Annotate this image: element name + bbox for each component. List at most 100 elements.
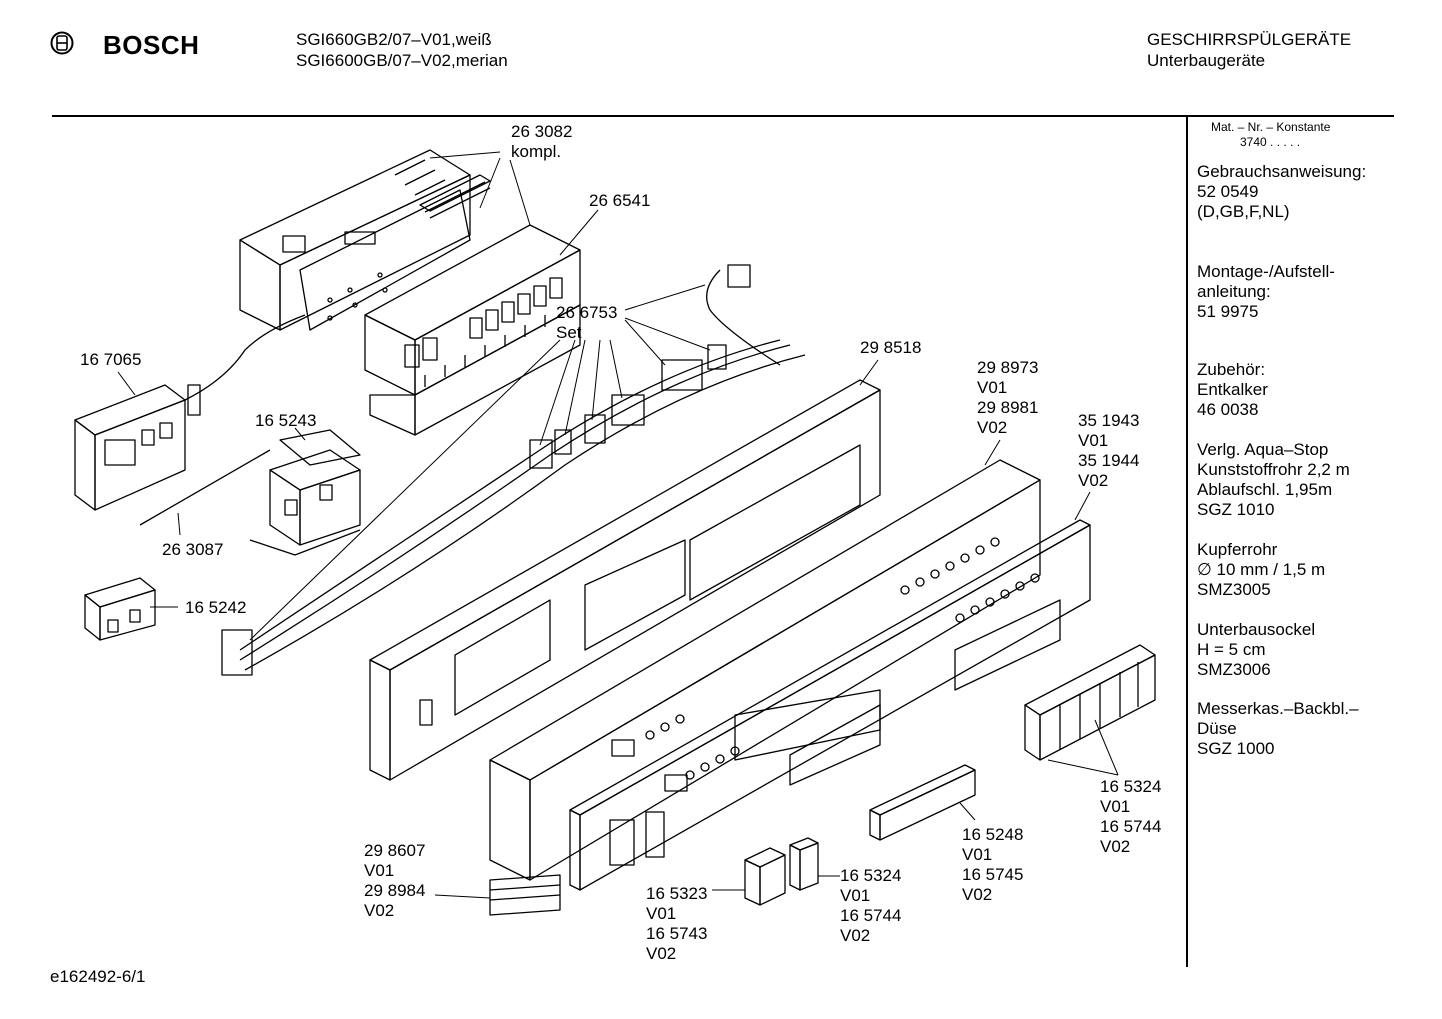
part-number: 16 5324 xyxy=(1100,777,1162,796)
part-label-165248: 16 5248 V01 16 5745 V02 xyxy=(962,825,1023,905)
front-panel xyxy=(489,459,1041,881)
part-label-263087: 26 3087 xyxy=(162,540,223,560)
part-label-165323: 16 5323 V01 16 5743 V02 xyxy=(646,884,707,964)
sidebar-line: Verlg. Aqua–Stop xyxy=(1197,440,1329,459)
sidebar-line: Kupferrohr xyxy=(1197,540,1278,559)
bosch-logo-icon xyxy=(50,31,74,60)
part-number: 26 3082 xyxy=(511,122,573,141)
part-variant: V01 xyxy=(1078,431,1109,450)
sidebar-block-manual: Gebrauchsanweisung: 52 0549 (D,GB,F,NL) xyxy=(1197,162,1366,222)
part-number: 29 8607 xyxy=(364,841,426,860)
part-number: 16 7065 xyxy=(80,350,142,369)
relay xyxy=(84,577,156,641)
part-variant: V01 xyxy=(364,861,395,880)
part-number: 16 5248 xyxy=(962,825,1024,844)
part-variant: V02 xyxy=(364,901,395,920)
sidebar-line: Gebrauchsanweisung: xyxy=(1197,162,1367,181)
part-variant: V02 xyxy=(977,418,1008,437)
sidebar-line: Entkalker xyxy=(1197,380,1268,399)
part-label-266753: 26 6753 Set xyxy=(556,303,617,343)
part-label-165324-buttons: 16 5324 V01 16 5744 V02 xyxy=(840,866,901,946)
part-number: 16 5324 xyxy=(840,866,902,885)
part-number: 29 8973 xyxy=(977,358,1039,377)
sidebar-line: H = 5 cm xyxy=(1197,640,1266,659)
model-line-1: SGI660GB2/07–V01,weiß xyxy=(296,30,492,49)
sidebar-line: SGZ 1010 xyxy=(1197,500,1275,519)
part-variant: V01 xyxy=(646,904,677,923)
part-variant: V01 xyxy=(977,378,1008,397)
part-label-266541: 26 6541 xyxy=(589,191,650,211)
part-number: 35 1943 xyxy=(1078,411,1140,430)
sidebar-divider xyxy=(1186,115,1188,967)
leader-lines xyxy=(117,151,1119,899)
part-label-351943: 35 1943 V01 35 1944 V02 xyxy=(1078,411,1139,491)
mat-number-value: 3740 . . . . . xyxy=(1240,135,1301,149)
sidebar-block-plinth: Unterbausockel H = 5 cm SMZ3006 xyxy=(1197,620,1315,680)
panel-base xyxy=(489,874,561,916)
part-number: 26 3087 xyxy=(162,540,224,559)
rear-panel-frame xyxy=(369,379,881,781)
ribbon-cable xyxy=(139,449,271,526)
header-divider xyxy=(52,115,1394,117)
sidebar-line: 51 9975 xyxy=(1197,302,1259,321)
sidebar-block-aquastop: Verlg. Aqua–Stop Kunststoffrohr 2,2 m Ab… xyxy=(1197,440,1350,520)
sidebar-line: anleitung: xyxy=(1197,282,1271,301)
part-number: 16 5744 xyxy=(1100,817,1162,836)
part-note: Set xyxy=(556,323,582,342)
part-number: 26 6541 xyxy=(589,191,651,210)
sidebar-line: SGZ 1000 xyxy=(1197,739,1275,758)
part-label-298607: 29 8607 V01 29 8984 V02 xyxy=(364,841,425,921)
push-buttons xyxy=(744,837,819,906)
sidebar-block-cutlery: Messerkas.–Backbl.– Düse SGZ 1000 xyxy=(1197,699,1359,759)
part-number: 29 8518 xyxy=(860,338,922,357)
key-block xyxy=(1024,644,1156,761)
part-number: 16 5242 xyxy=(185,598,247,617)
part-variant: V01 xyxy=(840,886,871,905)
part-label-298518: 29 8518 xyxy=(860,338,921,358)
part-variant: V02 xyxy=(646,944,677,963)
part-variant: V01 xyxy=(1100,797,1131,816)
sidebar-line: Düse xyxy=(1197,719,1237,738)
part-variant: V02 xyxy=(1078,471,1109,490)
sidebar-line: SMZ3006 xyxy=(1197,660,1271,679)
part-number: 16 5743 xyxy=(646,924,708,943)
category-line-1: GESCHIRRSPÜLGERÄTE xyxy=(1147,30,1352,49)
sidebar-line: Unterbausockel xyxy=(1197,620,1316,639)
sidebar-line: SMZ3005 xyxy=(1197,580,1271,599)
sidebar-line: ∅ 10 mm / 1,5 m xyxy=(1197,560,1326,579)
model-line-2: SGI6600GB/07–V02,merian xyxy=(296,51,508,70)
mat-number-label: Mat. – Nr. – Konstante xyxy=(1211,120,1331,134)
sidebar-line: Messerkas.–Backbl.– xyxy=(1197,699,1359,718)
sidebar-line: 52 0549 xyxy=(1197,182,1259,201)
brand-name: BOSCH xyxy=(103,30,200,60)
part-number: 16 5745 xyxy=(962,865,1024,884)
control-module-back xyxy=(239,149,491,331)
part-label-165324-keys: 16 5324 V01 16 5744 V02 xyxy=(1100,777,1161,857)
sidebar-block-copper-pipe: Kupferrohr ∅ 10 mm / 1,5 m SMZ3005 xyxy=(1197,540,1325,600)
sidebar-block-installation: Montage-/Aufstell- anleitung: 51 9975 xyxy=(1197,262,1335,322)
category-line-2: Unterbaugeräte xyxy=(1147,51,1266,70)
part-variant: V02 xyxy=(840,926,871,945)
display-board xyxy=(74,314,306,511)
sidebar-line: Zubehör: xyxy=(1197,360,1266,379)
part-number: 26 6753 xyxy=(556,303,618,322)
relay-holder xyxy=(249,429,361,556)
sidebar-block-accessories: Zubehör: Entkalker 46 0038 xyxy=(1197,360,1268,420)
part-label-263082: 26 3082 kompl. xyxy=(511,122,572,162)
sidebar-line: Montage-/Aufstell- xyxy=(1197,262,1335,281)
part-label-165242: 16 5242 xyxy=(185,598,246,618)
fascia-panel xyxy=(569,519,1091,891)
part-number: 16 5243 xyxy=(255,411,317,430)
part-number: 29 8981 xyxy=(977,398,1039,417)
part-label-165243: 16 5243 xyxy=(255,411,316,431)
sidebar-line: (D,GB,F,NL) xyxy=(1197,202,1290,221)
part-label-167065: 16 7065 xyxy=(80,350,141,370)
wiring-harness xyxy=(221,264,806,676)
sidebar-line: 46 0038 xyxy=(1197,400,1259,419)
sidebar-line: Ablaufschl. 1,95m xyxy=(1197,480,1333,499)
control-unit-front xyxy=(364,224,581,436)
drawing-id: e162492-6/1 xyxy=(50,967,146,986)
part-label-298973: 29 8973 V01 29 8981 V02 xyxy=(977,358,1038,438)
part-variant: V01 xyxy=(962,845,993,864)
